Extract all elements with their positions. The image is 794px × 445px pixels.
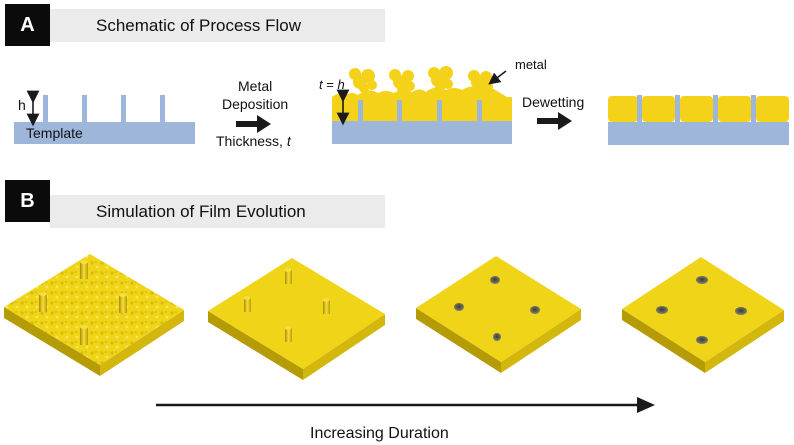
template-label: Template <box>26 125 83 141</box>
simulation-stage-1 <box>4 254 184 376</box>
post <box>119 293 127 313</box>
slab-top-face <box>622 257 784 362</box>
metal-cluster <box>389 69 415 94</box>
template-pillar <box>121 95 126 122</box>
template-diagram: Template h <box>14 90 195 144</box>
dewetted-template-base <box>608 122 789 145</box>
hole <box>696 276 708 284</box>
panel-a-title: Schematic of Process Flow <box>50 9 385 42</box>
hole <box>493 333 501 341</box>
dewetted-diagram <box>608 95 789 145</box>
step1-arrow-shaft <box>236 121 258 127</box>
slab-right-face <box>303 314 385 380</box>
panel-b-letter: B <box>5 180 50 222</box>
hole <box>530 306 540 314</box>
t-equals-h-label: t = h <box>319 77 345 92</box>
slab-left-face <box>208 311 303 380</box>
dewetted-metal-segment <box>608 96 638 122</box>
metal-cluster <box>349 68 377 93</box>
post <box>322 298 330 314</box>
hole <box>696 336 708 344</box>
template-base <box>14 122 195 144</box>
step2-arrow-head <box>558 112 572 130</box>
panel-b-title: Simulation of Film Evolution <box>50 195 385 228</box>
deposited-pillar <box>397 97 402 121</box>
slab-left-face <box>4 307 100 376</box>
metal-bumpy-surface <box>332 86 512 100</box>
simulation-stage-3 <box>416 256 581 373</box>
slab-top-face <box>208 258 385 369</box>
simulation-stage-4 <box>622 257 784 373</box>
dewetted-pillar <box>675 95 680 122</box>
step1-arrow-head <box>257 115 271 133</box>
metal-label: metal <box>515 57 547 72</box>
duration-label: Increasing Duration <box>310 425 449 442</box>
metal-cluster <box>428 66 453 93</box>
slab-top-face <box>4 254 184 365</box>
duration-arrow-head <box>637 397 655 413</box>
step1-line2: Deposition <box>222 96 288 112</box>
dewetted-metal-segment <box>642 96 675 122</box>
deposited-pillar <box>437 97 442 121</box>
post <box>243 296 251 312</box>
slab-right-face <box>501 309 581 373</box>
post <box>284 326 292 342</box>
simulation-stage-2 <box>208 258 385 380</box>
deposited-template-base <box>332 121 512 144</box>
dewetting-step: Dewetting <box>522 94 584 130</box>
dewetted-metal-segment <box>718 96 751 122</box>
h-label: h <box>18 97 26 113</box>
step1-line3: Thickness, t <box>216 133 292 149</box>
post <box>80 260 88 279</box>
slab-top-face <box>416 256 581 362</box>
hole <box>490 276 500 284</box>
slab-right-face <box>100 310 184 376</box>
hole <box>656 306 668 314</box>
step1-line1: Metal <box>238 78 272 94</box>
metal-pointer-arrow <box>488 70 507 85</box>
step2-arrow-shaft <box>537 118 559 124</box>
post <box>39 292 47 312</box>
template-pillar <box>82 95 87 122</box>
slab-right-face <box>705 310 784 373</box>
dewetted-pillar <box>637 95 642 122</box>
step2-label: Dewetting <box>522 94 584 110</box>
post <box>284 268 292 284</box>
dewetted-pillar <box>751 95 756 122</box>
deposited-diagram: t = h metal <box>319 57 547 144</box>
slab-left-face <box>622 309 705 373</box>
slab-left-face <box>416 308 501 373</box>
template-pillar <box>160 95 165 122</box>
dewetted-pillar <box>713 95 718 122</box>
deposited-pillar <box>477 97 482 121</box>
hole <box>454 303 464 311</box>
post <box>80 325 88 345</box>
panel-a-letter: A <box>5 4 50 46</box>
deposited-pillar <box>358 97 363 121</box>
dewetted-metal-segment <box>756 96 789 122</box>
duration-arrow: Increasing Duration <box>156 397 655 442</box>
hole <box>735 307 747 315</box>
template-pillar <box>43 95 48 122</box>
deposition-step: Metal Deposition Thickness, t <box>216 78 292 149</box>
dewetted-metal-segment <box>680 96 713 122</box>
